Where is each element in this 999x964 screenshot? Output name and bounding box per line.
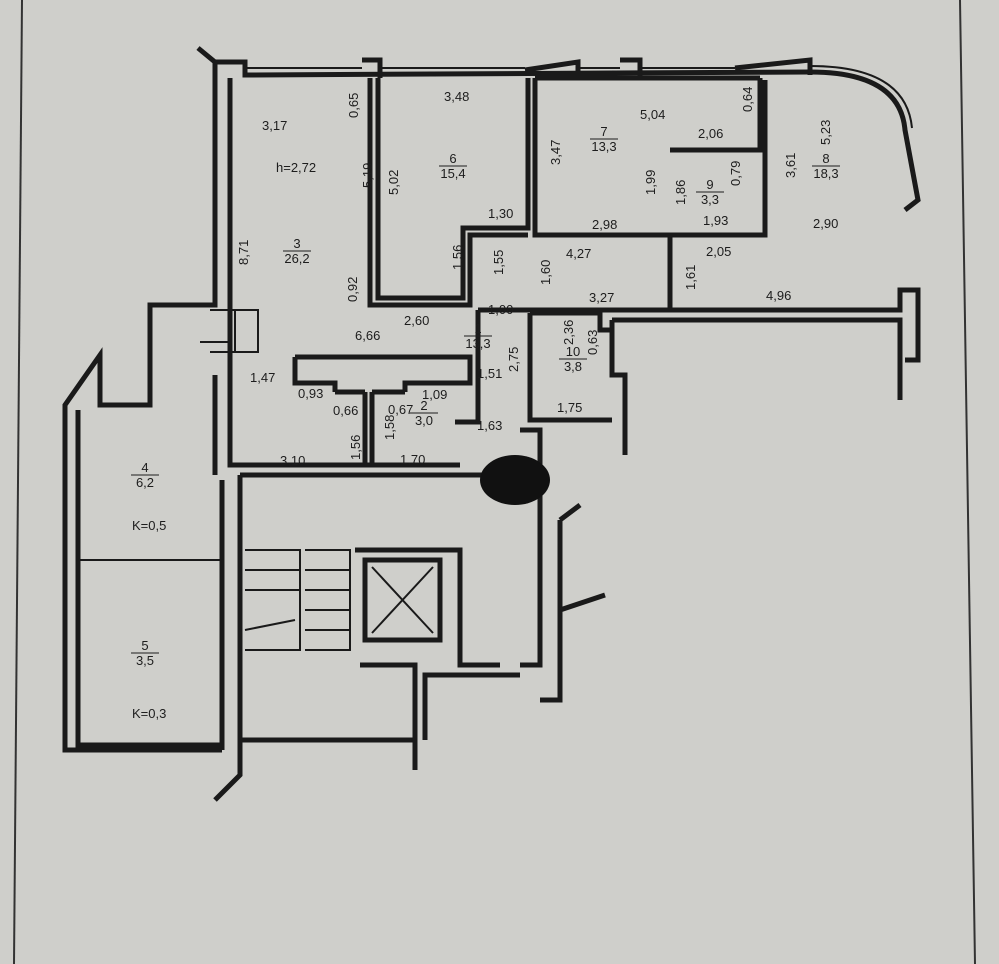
room-number: 6: [449, 151, 456, 166]
dimension-label: 0,67: [388, 402, 413, 417]
dimension-label: 3,61: [783, 153, 798, 178]
room-number: 10: [566, 344, 580, 359]
room-area: 3,0: [415, 413, 433, 428]
dimension-label: 0,92: [345, 277, 360, 302]
ceiling-height: h=2,72: [276, 160, 316, 175]
dimension-label: 2,36: [561, 320, 576, 345]
dimension-label: 1,55: [491, 250, 506, 275]
room-number: 7: [600, 124, 607, 139]
room-number: 3: [293, 236, 300, 251]
walls: [62, 46, 921, 802]
dimension-label: 2,98: [592, 217, 617, 232]
room-area: 13,3: [591, 139, 616, 154]
coefficient-room-4: K=0,5: [132, 518, 166, 533]
dimension-label: 1,99: [643, 170, 658, 195]
redaction-blot: [480, 455, 550, 505]
room-number: 2: [420, 398, 427, 413]
dimension-label: 1,61: [683, 265, 698, 290]
dimension-label: 5,23: [818, 120, 833, 145]
dimension-label: 0,66: [333, 403, 358, 418]
dimension-label: 2,06: [698, 126, 723, 141]
dimension-label: 1,56: [348, 435, 363, 460]
room-area: 3,3: [701, 192, 719, 207]
dimension-label: 1,56: [450, 245, 465, 270]
dimension-label: 1,60: [538, 260, 553, 285]
dimension-label: 3,17: [262, 118, 287, 133]
room-number: 9: [706, 177, 713, 192]
room-number: 1: [474, 321, 481, 336]
dimension-label: 2,05: [706, 244, 731, 259]
room-area: 3,8: [564, 359, 582, 374]
room-number: 4: [141, 460, 148, 475]
frame-right: [959, 0, 976, 964]
room-area: 26,2: [284, 251, 309, 266]
dimension-label: 1,51: [477, 366, 502, 381]
room-number: 5: [141, 638, 148, 653]
dimension-label: 1,86: [673, 180, 688, 205]
dimension-label: 4,27: [566, 246, 591, 261]
dimension-label: 5,02: [386, 170, 401, 195]
dimension-label: 1,09: [422, 387, 447, 402]
coefficient-room-5: K=0,3: [132, 706, 166, 721]
dimension-label: 0,63: [585, 330, 600, 355]
room-area: 13,3: [465, 336, 490, 351]
dimension-label: 0,64: [740, 87, 755, 112]
dimension-label: 6,66: [355, 328, 380, 343]
dimension-label: 5,04: [640, 107, 665, 122]
dimension-label: 1,75: [557, 400, 582, 415]
dimension-label: 1,58: [382, 415, 397, 440]
dimension-label: 1,93: [703, 213, 728, 228]
dimension-label: 1,00: [488, 302, 513, 317]
labels: h=2,72 K=0,5 K=0,3 113,323,0326,246,253,…: [131, 87, 840, 721]
dimension-label: 3,27: [589, 290, 614, 305]
dimension-label: 0,93: [298, 386, 323, 401]
dimension-label: 1,47: [250, 370, 275, 385]
room-number: 8: [822, 151, 829, 166]
dimension-label: 2,75: [506, 347, 521, 372]
dimension-label: 1,70: [400, 452, 425, 467]
room-area: 18,3: [813, 166, 838, 181]
dimension-label: 0,65: [346, 93, 361, 118]
dimension-label: 4,96: [766, 288, 791, 303]
dimension-label: 3,10: [280, 453, 305, 468]
dimension-label: 1,63: [477, 418, 502, 433]
dimension-label: 3,48: [444, 89, 469, 104]
room-area: 15,4: [440, 166, 465, 181]
dimension-label: 8,71: [236, 240, 251, 265]
dimension-label: 3,47: [548, 140, 563, 165]
dimension-label: 1,30: [488, 206, 513, 221]
dimension-label: 2,60: [404, 313, 429, 328]
frame-left: [13, 0, 23, 964]
room-area: 6,2: [136, 475, 154, 490]
dimension-label: 2,90: [813, 216, 838, 231]
room-area: 3,5: [136, 653, 154, 668]
dimension-label: 5,19: [360, 163, 375, 188]
dimension-label: 0,79: [728, 161, 743, 186]
